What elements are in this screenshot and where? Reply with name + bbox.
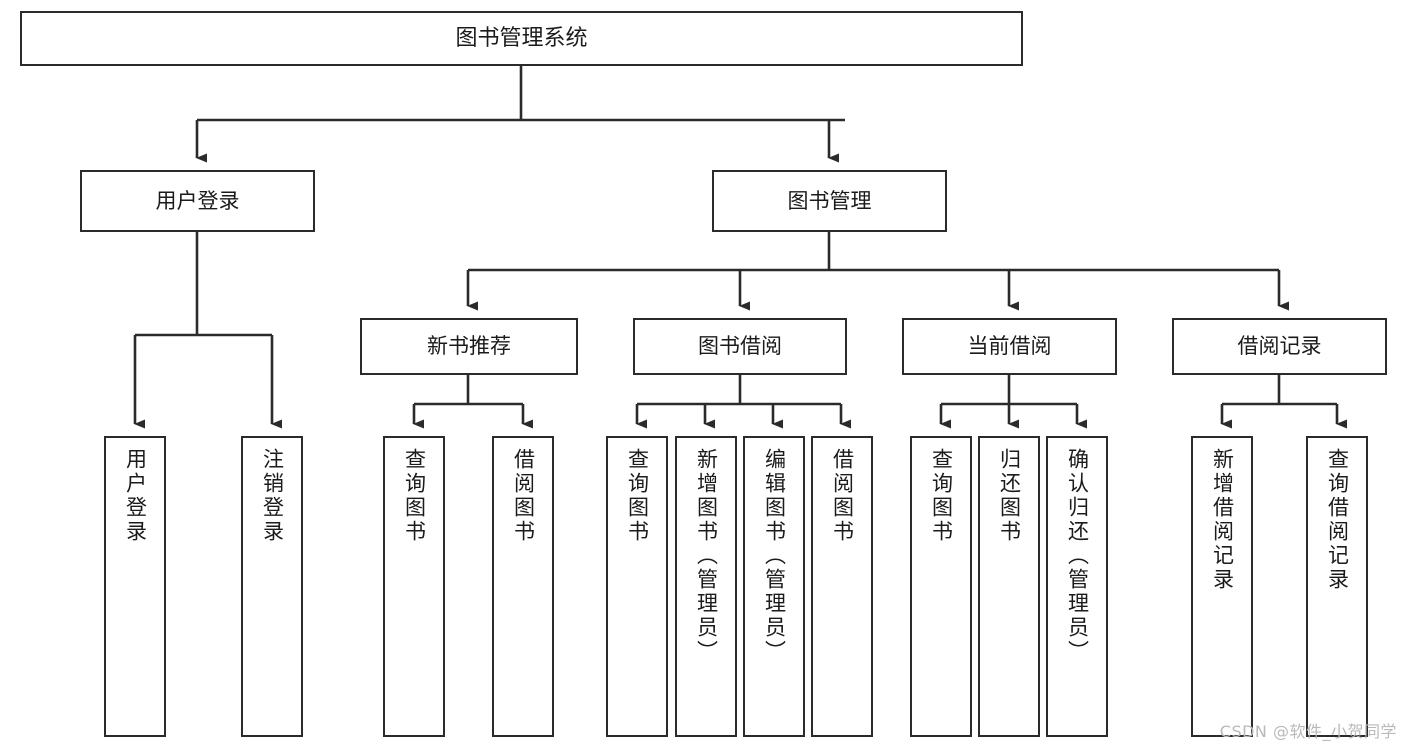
- node-label: 新书推荐: [427, 334, 511, 359]
- node-borrow-record[interactable]: 借阅记录: [1172, 318, 1387, 375]
- node-label: 图书管理: [787, 188, 872, 213]
- node-current-borrow[interactable]: 当前借阅: [902, 318, 1117, 375]
- leaf-borrow-borrow-book[interactable]: 借阅图书: [811, 436, 873, 737]
- node-label: 借阅记录: [1237, 334, 1322, 359]
- node-user-login[interactable]: 用户登录: [80, 170, 315, 232]
- leaf-borrow-query-book[interactable]: 查询图书: [606, 436, 668, 737]
- leaf-user-login-logout[interactable]: 注销登录: [241, 436, 303, 737]
- node-label: 借阅图书: [511, 448, 536, 544]
- node-book-management[interactable]: 图书管理: [712, 170, 947, 232]
- node-label: 查询图书: [402, 448, 427, 544]
- node-label: 新增借阅记录: [1210, 448, 1235, 592]
- node-label: 借阅图书: [830, 448, 855, 544]
- node-label: 查询借阅记录: [1325, 448, 1350, 592]
- leaf-borrow-add-book-admin[interactable]: 新增图书（管理员）: [675, 436, 737, 737]
- node-label: 当前借阅: [967, 334, 1052, 359]
- node-book-borrow[interactable]: 图书借阅: [633, 318, 847, 375]
- watermark: CSDN @软件_小贺同学: [1219, 722, 1397, 741]
- node-label: 查询图书: [929, 448, 954, 544]
- leaf-borrow-edit-book-admin[interactable]: 编辑图书（管理员）: [743, 436, 805, 737]
- leaf-record-add-record[interactable]: 新增借阅记录: [1191, 436, 1253, 737]
- node-label: 查询图书: [625, 448, 650, 544]
- node-label: 编辑图书（管理员）: [762, 448, 787, 664]
- leaf-new-book-borrow[interactable]: 借阅图书: [492, 436, 554, 737]
- node-root-system[interactable]: 图书管理系统: [20, 11, 1023, 66]
- leaf-current-confirm-return-admin[interactable]: 确认归还（管理员）: [1046, 436, 1108, 737]
- node-label: 图书管理系统: [455, 25, 588, 51]
- node-new-book-recommend[interactable]: 新书推荐: [360, 318, 578, 375]
- node-label: 用户登录: [123, 448, 148, 544]
- node-label: 新增图书（管理员）: [694, 448, 719, 664]
- node-label: 用户登录: [155, 188, 240, 213]
- leaf-current-return-book[interactable]: 归还图书: [978, 436, 1040, 737]
- leaf-user-login-login[interactable]: 用户登录: [104, 436, 166, 737]
- node-label: 图书借阅: [698, 334, 782, 359]
- node-label: 归还图书: [997, 448, 1022, 544]
- leaf-current-query-book[interactable]: 查询图书: [910, 436, 972, 737]
- leaf-record-query-record[interactable]: 查询借阅记录: [1306, 436, 1368, 737]
- leaf-new-book-query[interactable]: 查询图书: [383, 436, 445, 737]
- node-label: 注销登录: [260, 448, 285, 544]
- node-label: 确认归还（管理员）: [1065, 448, 1090, 664]
